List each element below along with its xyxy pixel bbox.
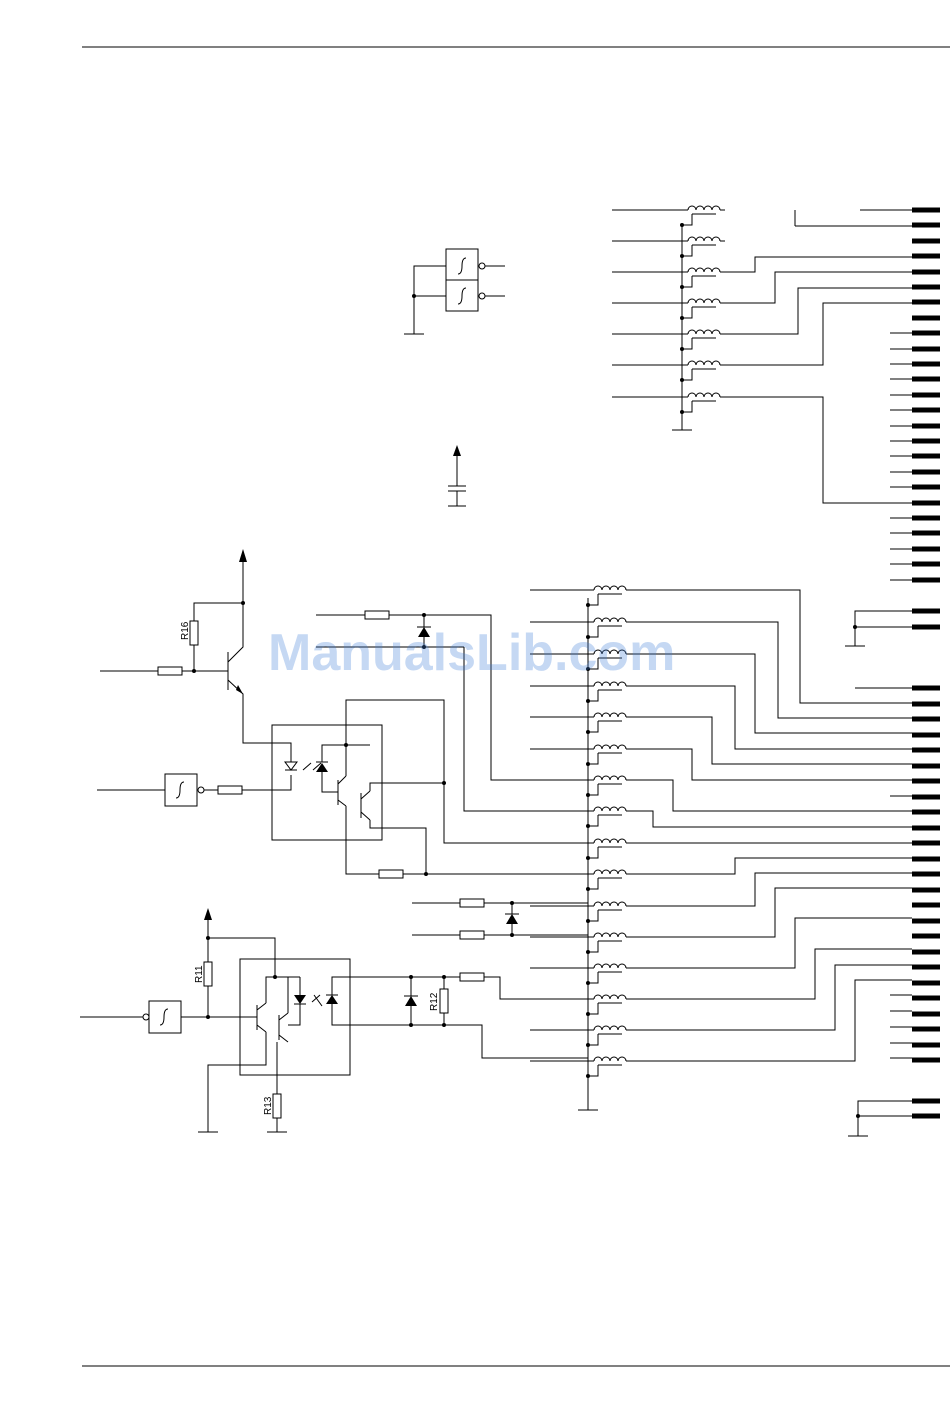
junction-dot xyxy=(586,1043,590,1047)
inductor xyxy=(688,237,720,241)
inductor xyxy=(594,807,626,811)
inductor xyxy=(688,361,720,365)
capacitor-tap xyxy=(588,690,598,701)
inductor xyxy=(594,902,626,906)
capacitor-tap xyxy=(588,910,598,921)
inductor xyxy=(594,586,626,590)
optocoupler-lower: R11 R12 R13 xyxy=(80,908,588,1132)
junction-dot xyxy=(586,950,590,954)
watermark: ManualsLib.com xyxy=(268,624,675,682)
junction-dot xyxy=(586,824,590,828)
inductor xyxy=(688,393,720,397)
junction-dot xyxy=(586,730,590,734)
junction-dot xyxy=(680,254,684,258)
inductor xyxy=(594,870,626,874)
capacitor-tap xyxy=(588,1065,598,1076)
capacitor-tap xyxy=(588,594,598,605)
inductor xyxy=(594,964,626,968)
capacitor-tap xyxy=(682,401,692,412)
inductor xyxy=(594,933,626,937)
inductor xyxy=(594,618,626,622)
r13-label: R13 xyxy=(263,1096,274,1115)
junction-dot xyxy=(586,603,590,607)
junction-dot xyxy=(586,981,590,985)
capacitor-tap xyxy=(588,878,598,889)
capacitor-tap xyxy=(588,784,598,795)
inductor xyxy=(688,206,720,210)
junction-dot xyxy=(586,699,590,703)
junction-dot xyxy=(680,316,684,320)
junction-dot xyxy=(680,223,684,227)
upper-filter-bank xyxy=(612,206,725,430)
capacitor-tap xyxy=(588,1034,598,1045)
junction-dot xyxy=(586,1074,590,1078)
junction-dot xyxy=(586,919,590,923)
schmitt-inverter-pair xyxy=(404,249,505,334)
capacitor-tap xyxy=(588,941,598,952)
r16-label: R16 xyxy=(180,621,191,640)
inductor xyxy=(594,1057,626,1061)
input-stage-r16: R16 xyxy=(100,549,272,743)
junction-dot xyxy=(586,1012,590,1016)
junction-dot xyxy=(586,762,590,766)
capacitor-tap xyxy=(588,721,598,732)
lower-harness-connector xyxy=(631,590,940,1136)
zener-clamp-lower xyxy=(412,899,588,939)
supply-capacitor xyxy=(448,445,466,506)
junction-dot xyxy=(586,793,590,797)
inductor xyxy=(688,299,720,303)
upper-harness-connector xyxy=(725,210,940,580)
capacitor-tap xyxy=(682,245,692,256)
inductor xyxy=(594,682,626,686)
capacitor-tap xyxy=(588,1003,598,1014)
inductor xyxy=(688,268,720,272)
capacitor-tap xyxy=(588,815,598,826)
junction-dot xyxy=(586,856,590,860)
capacitor-tap xyxy=(588,753,598,764)
inductor xyxy=(594,713,626,717)
capacitor-tap xyxy=(588,847,598,858)
capacitor-tap xyxy=(682,276,692,287)
inductor xyxy=(594,745,626,749)
inductor xyxy=(594,776,626,780)
capacitor-tap xyxy=(682,307,692,318)
capacitor-tap xyxy=(682,369,692,380)
r11-label: R11 xyxy=(194,965,205,983)
junction-dot xyxy=(680,347,684,351)
junction-dot xyxy=(680,410,684,414)
capacitor-tap xyxy=(682,338,692,349)
inductor xyxy=(594,839,626,843)
capacitor-tap xyxy=(682,214,692,225)
r12-label: R12 xyxy=(429,992,440,1011)
capacitor-tap xyxy=(588,972,598,983)
inductor xyxy=(594,1026,626,1030)
junction-dot xyxy=(680,378,684,382)
inductor xyxy=(594,995,626,999)
junction-dot xyxy=(586,887,590,891)
inductor xyxy=(688,330,720,334)
optocoupler-upper xyxy=(97,700,588,878)
junction-dot xyxy=(680,285,684,289)
